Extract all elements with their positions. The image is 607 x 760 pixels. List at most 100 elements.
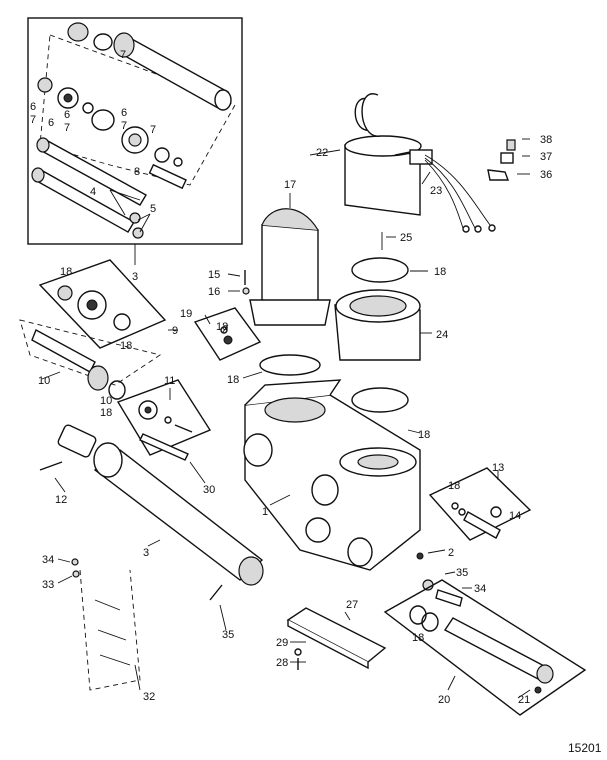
- callout-20: 20: [438, 694, 450, 706]
- callout-1: 1: [262, 506, 268, 518]
- check-valve-part: [148, 163, 187, 190]
- callout-19: 19: [180, 308, 192, 320]
- o-ring-part: [82, 102, 94, 114]
- o-ring-part: [93, 33, 113, 51]
- callout-6: 6: [121, 107, 127, 119]
- callout-38: 38: [540, 134, 552, 146]
- callout-18: 18: [216, 321, 228, 333]
- o-ring-part: [154, 147, 170, 163]
- assembly-13-box: [428, 467, 532, 541]
- piston-part: [77, 290, 107, 320]
- callout-10: 10: [38, 375, 50, 387]
- callout-15: 15: [208, 269, 220, 281]
- cylinder-sleeve-part: [113, 32, 232, 111]
- washer-part: [72, 570, 80, 578]
- callout-33: 35: [222, 629, 234, 641]
- piston-part: [121, 126, 149, 154]
- callout-36: 36: [540, 169, 552, 181]
- callout-13: 13: [492, 462, 504, 474]
- o-ring-part: [164, 416, 172, 424]
- callout-18: 18: [448, 480, 460, 492]
- valve-spool-part: [463, 511, 501, 539]
- leader-lines: [41, 138, 531, 699]
- callout-30: 32: [143, 691, 155, 703]
- callout-3: 3: [143, 547, 149, 559]
- o-ring-part: [458, 508, 466, 516]
- callout-6: 6: [48, 117, 54, 129]
- callout-32: 34: [42, 554, 54, 566]
- valve-part: [223, 335, 233, 345]
- callout-18: 18: [60, 266, 72, 278]
- callout-9: 9: [172, 325, 178, 337]
- callout-10: 10: [100, 395, 112, 407]
- callout-27: 27: [346, 599, 358, 611]
- pump-housing-part: [243, 379, 421, 571]
- seal-part: [37, 77, 53, 93]
- wire-harness-part: [424, 154, 496, 233]
- assembly-10-dashed-outline: [19, 319, 162, 386]
- piston-part: [57, 87, 79, 109]
- callout-18: 18: [100, 407, 112, 419]
- callout-37: 37: [540, 151, 552, 163]
- callout-21: 21: [518, 694, 530, 706]
- washer-part: [242, 287, 250, 295]
- valve-part: [138, 400, 158, 420]
- callout-25: 25: [400, 232, 412, 244]
- callout-22: 22: [316, 147, 328, 159]
- clip-part: [500, 152, 514, 164]
- callout-7: 7: [150, 124, 156, 136]
- o-ring-part: [91, 109, 115, 131]
- figure-number: 15201: [568, 741, 602, 755]
- callout-3: 3: [132, 271, 138, 283]
- assembly-9-box: [38, 259, 167, 349]
- o-ring-part: [451, 502, 459, 510]
- pump-part: [334, 289, 421, 361]
- reservoir-part: [249, 208, 331, 326]
- trim-cylinder-part: [57, 424, 264, 586]
- pin-part: [174, 424, 193, 433]
- callout-18: 18: [418, 429, 430, 441]
- callout-6: 6: [64, 109, 70, 121]
- bolt-part: [39, 461, 63, 471]
- pump-motor-part: [344, 93, 433, 216]
- callout-35: 35: [456, 567, 468, 579]
- o-ring-part: [113, 313, 131, 331]
- assembly-19-box: [193, 307, 262, 361]
- callout-7: 7: [30, 114, 36, 126]
- callout-17: 17: [284, 179, 296, 191]
- piston-rod-part: [31, 329, 126, 400]
- o-ring-part: [409, 605, 427, 625]
- pin-part: [209, 584, 223, 601]
- callout-16: 16: [208, 286, 220, 298]
- callout-23: 23: [430, 185, 442, 197]
- callout-14: 14: [509, 510, 521, 522]
- callout-4: 4: [90, 186, 96, 198]
- fitting-part: [422, 579, 463, 607]
- callout-34: 34: [474, 583, 486, 595]
- o-ring-part: [351, 257, 409, 283]
- callout-24: 24: [436, 329, 448, 341]
- callout-29: 29: [276, 637, 288, 649]
- cover-plate-part: [286, 607, 387, 670]
- o-ring-part: [351, 387, 409, 413]
- assembly-11-box: [116, 379, 212, 456]
- plug-part: [534, 686, 542, 694]
- callout-12: 12: [55, 494, 67, 506]
- callout-18: 18: [412, 632, 424, 644]
- callout-26: 30: [203, 484, 215, 496]
- seal-part: [57, 285, 73, 301]
- o-ring-part: [490, 506, 502, 518]
- o-ring-part: [259, 354, 321, 376]
- callout-labels: 7 6 7 6 6 7 6 7 7 3 8 4 5 3 18 18 9 10 1…: [30, 49, 552, 706]
- seal-part: [67, 22, 89, 42]
- clamp-part: [487, 169, 510, 181]
- screw-part: [71, 558, 79, 566]
- callout-5: 5: [150, 203, 156, 215]
- pin-part: [139, 433, 189, 461]
- callout-8: 8: [134, 166, 140, 178]
- rod-part: [31, 167, 135, 233]
- o-ring-part: [173, 157, 183, 167]
- callout-7: 7: [64, 122, 70, 134]
